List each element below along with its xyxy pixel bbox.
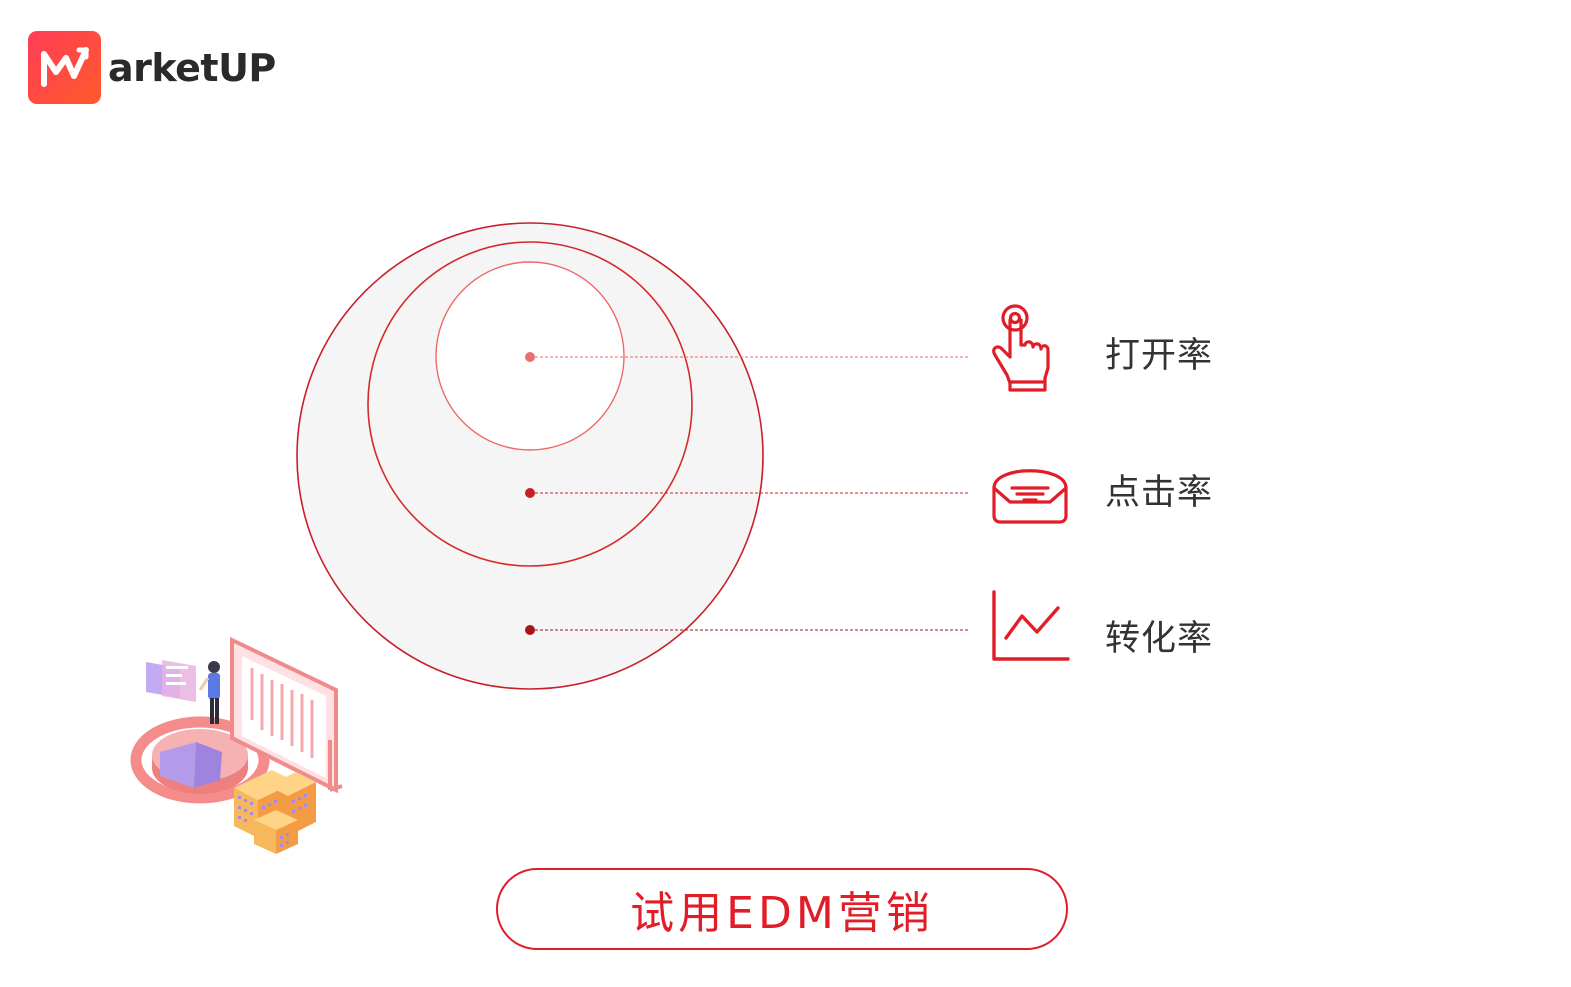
m-chart-logo-icon (28, 31, 101, 104)
data-analyst-illustration (130, 636, 343, 854)
tap-finger-icon (992, 304, 1050, 392)
conversion-dot (525, 625, 535, 635)
metric-label-click-rate: 点击率 (1105, 473, 1214, 513)
click-dot (525, 488, 535, 498)
metric-label-open-rate: 打开率 (1105, 336, 1214, 376)
cta-label: 试用EDM营销 (630, 888, 934, 939)
brand-name: arketUP (108, 45, 276, 90)
try-edm-marketing-button[interactable]: 试用EDM营销 (496, 868, 1068, 950)
envelope-icon (992, 469, 1068, 524)
metric-label-conversion-rate: 转化率 (1105, 619, 1214, 659)
open-dot (525, 352, 535, 362)
line-chart-icon (992, 590, 1070, 661)
brand-logo[interactable]: arketUP (28, 31, 276, 104)
